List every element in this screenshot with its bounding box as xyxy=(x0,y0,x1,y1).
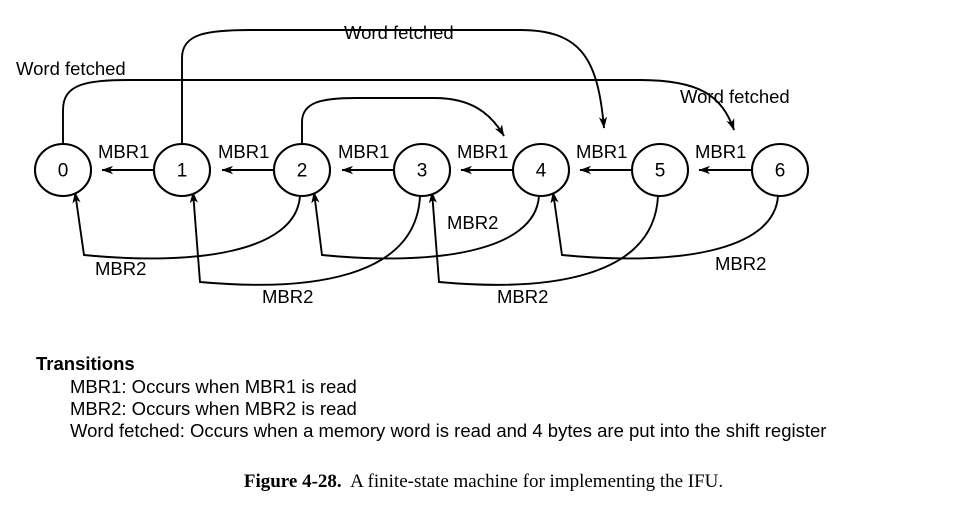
state-machine-diagram: 0 1 2 3 4 5 6 xyxy=(16,22,810,307)
edge-label-mbr2-4: MBR2 xyxy=(497,286,548,307)
edge-label-wordfetched-1: Word fetched xyxy=(16,58,126,79)
edge-mbr2-5-to-3 xyxy=(428,191,659,286)
state-label-4: 4 xyxy=(536,161,547,182)
transitions-line-word-fetched: Word fetched: Occurs when a memory word … xyxy=(70,420,827,441)
state-node-0[interactable]: 0 xyxy=(33,142,93,198)
mbr2-edge-labels: MBR2 MBR2 MBR2 MBR2 MBR2 xyxy=(95,212,766,307)
edge-wordfetched-2-to-6 xyxy=(301,97,505,144)
transitions-legend: Transitions MBR1: Occurs when MBR1 is re… xyxy=(36,353,936,442)
transitions-line-mbr1: MBR1: Occurs when MBR1 is read xyxy=(70,376,357,397)
mbr2-edges xyxy=(72,191,779,286)
edge-wordfetched-0-to-4 xyxy=(62,79,735,144)
edge-label-mbr2-1: MBR2 xyxy=(95,258,146,279)
edge-label-mbr2-5: MBR2 xyxy=(715,253,766,274)
edge-label-mbr1-5: MBR1 xyxy=(576,141,627,162)
edge-wordfetched-1-to-5 xyxy=(181,29,608,144)
word-fetched-edges xyxy=(62,29,735,144)
state-node-4[interactable]: 4 xyxy=(511,142,571,198)
state-node-2[interactable]: 2 xyxy=(272,142,332,198)
state-label-2: 2 xyxy=(297,161,308,182)
edge-mbr2-6-to-4 xyxy=(550,191,779,260)
state-label-0: 0 xyxy=(58,161,69,182)
state-nodes: 0 1 2 3 4 5 6 xyxy=(33,142,810,198)
word-fetched-edge-labels: Word fetched Word fetched Word fetched xyxy=(16,22,790,107)
figure-caption-text: A finite-state machine for implementing … xyxy=(341,471,724,492)
edge-mbr2-2-to-0 xyxy=(72,191,301,260)
state-node-5[interactable]: 5 xyxy=(630,142,690,198)
edge-label-mbr1-1: MBR1 xyxy=(98,141,149,162)
edge-label-wordfetched-3: Word fetched xyxy=(680,86,790,107)
state-node-6[interactable]: 6 xyxy=(750,142,810,198)
edge-label-wordfetched-2: Word fetched xyxy=(344,22,454,43)
transitions-heading: Transitions xyxy=(36,353,135,374)
state-label-1: 1 xyxy=(177,161,188,182)
transitions-line-mbr2: MBR2: Occurs when MBR2 is read xyxy=(70,398,357,419)
edge-label-mbr1-4: MBR1 xyxy=(457,141,508,162)
state-node-1[interactable]: 1 xyxy=(152,142,212,198)
edge-mbr2-4-to-2 xyxy=(311,191,540,260)
state-label-5: 5 xyxy=(655,161,666,182)
figure-caption-label: Figure 4-28. xyxy=(243,471,342,492)
edge-label-mbr1-2: MBR1 xyxy=(218,141,269,162)
figure-caption: Figure 4-28. A finite-state machine for … xyxy=(0,470,967,494)
edge-mbr2-3-to-1 xyxy=(189,191,421,286)
state-label-3: 3 xyxy=(417,161,428,182)
state-node-3[interactable]: 3 xyxy=(392,142,452,198)
edge-label-mbr2-2: MBR2 xyxy=(262,286,313,307)
edge-label-mbr2-3: MBR2 xyxy=(447,212,498,233)
mbr1-edge-labels: MBR1 MBR1 MBR1 MBR1 MBR1 MBR1 xyxy=(98,141,746,162)
state-label-6: 6 xyxy=(775,161,786,182)
edge-label-mbr1-6: MBR1 xyxy=(695,141,746,162)
edge-label-mbr1-3: MBR1 xyxy=(338,141,389,162)
